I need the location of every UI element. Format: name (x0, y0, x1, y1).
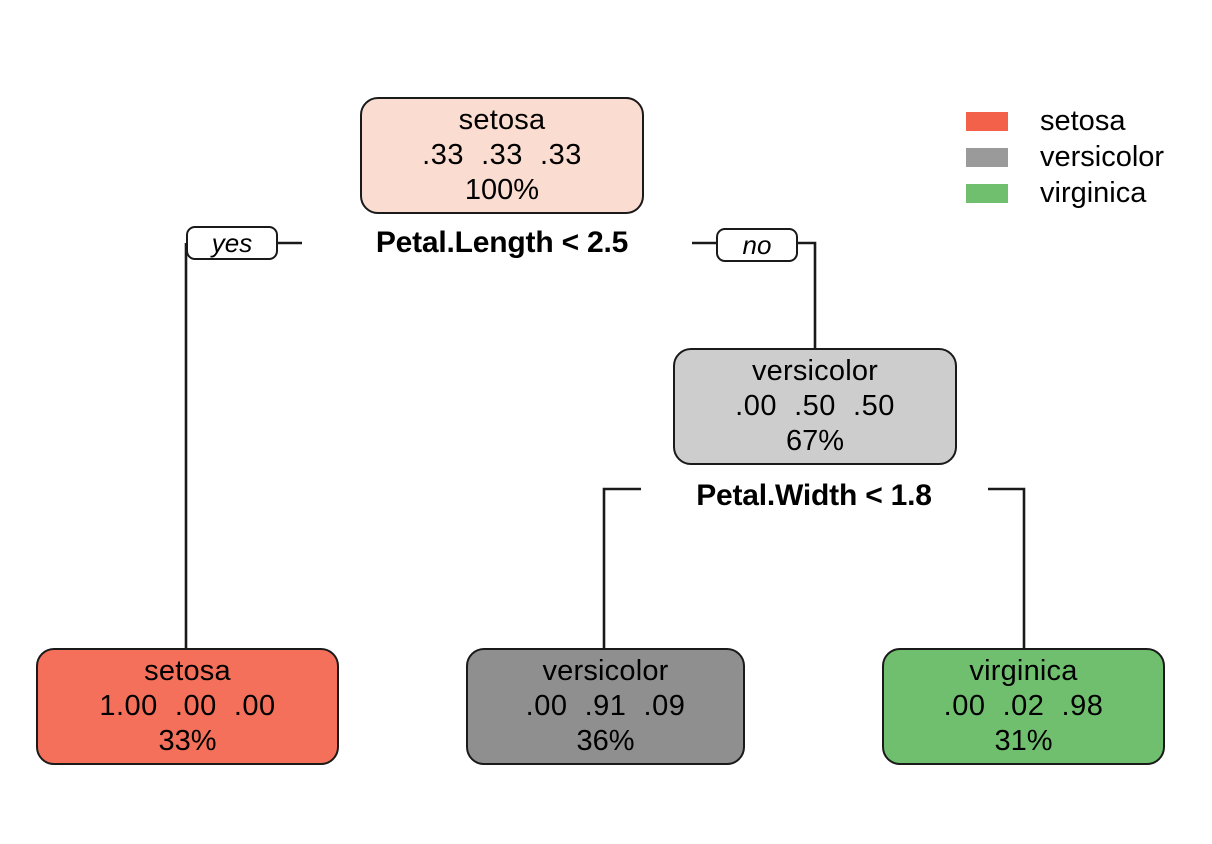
branch-label-yes: yes (186, 226, 278, 260)
node-probabilities: .00 .91 .09 (525, 690, 686, 722)
branch-label-yes-text: yes (211, 228, 253, 258)
class-legend: setosa versicolor virginica (966, 103, 1164, 211)
tree-leaf-versicolor[interactable]: versicolor .00 .91 .09 36% (466, 648, 745, 765)
legend-swatch-versicolor (966, 147, 1008, 167)
legend-item-setosa: setosa (966, 103, 1164, 139)
node-percent: 100% (464, 174, 540, 206)
node-class-label: setosa (458, 104, 546, 136)
legend-swatch-setosa (966, 111, 1008, 131)
node-probabilities: .00 .02 .98 (943, 690, 1104, 722)
legend-label-versicolor: versicolor (1040, 140, 1165, 173)
split-condition-versicolor: Petal.Width < 1.8 (696, 479, 932, 512)
edge-versicolor-to-leaf-virginica (988, 487, 1026, 648)
branch-label-no-text: no (742, 230, 772, 260)
tree-node-versicolor-internal[interactable]: versicolor .00 .50 .50 67% (673, 348, 957, 465)
tree-leaf-setosa[interactable]: setosa 1.00 .00 .00 33% (36, 648, 339, 765)
node-percent: 31% (994, 725, 1053, 757)
node-probabilities: .00 .50 .50 (735, 390, 895, 422)
node-class-label: versicolor (751, 355, 879, 387)
node-probabilities: 1.00 .00 .00 (99, 690, 276, 722)
split-condition-root: Petal.Length < 2.5 (375, 226, 629, 259)
legend-item-virginica: virginica (966, 175, 1164, 211)
node-percent: 36% (576, 725, 635, 757)
legend-label-setosa: setosa (1040, 104, 1126, 137)
legend-swatch-virginica (966, 183, 1008, 203)
tree-node-root[interactable]: setosa .33 .33 .33 100% (360, 97, 644, 214)
edge-root-to-versicolor (798, 241, 817, 348)
edge-versicolor-to-leaf-versicolor (602, 487, 641, 648)
branch-label-no: no (716, 228, 798, 262)
tree-leaf-virginica[interactable]: virginica .00 .02 .98 31% (882, 648, 1165, 765)
node-class-label: versicolor (542, 655, 669, 687)
legend-label-virginica: virginica (1040, 176, 1147, 209)
legend-item-versicolor: versicolor (966, 139, 1164, 175)
node-probabilities: .33 .33 .33 (422, 139, 582, 171)
node-class-label: setosa (144, 655, 231, 687)
node-class-label: virginica (969, 655, 1078, 687)
node-percent: 67% (785, 425, 845, 457)
node-percent: 33% (158, 725, 217, 757)
